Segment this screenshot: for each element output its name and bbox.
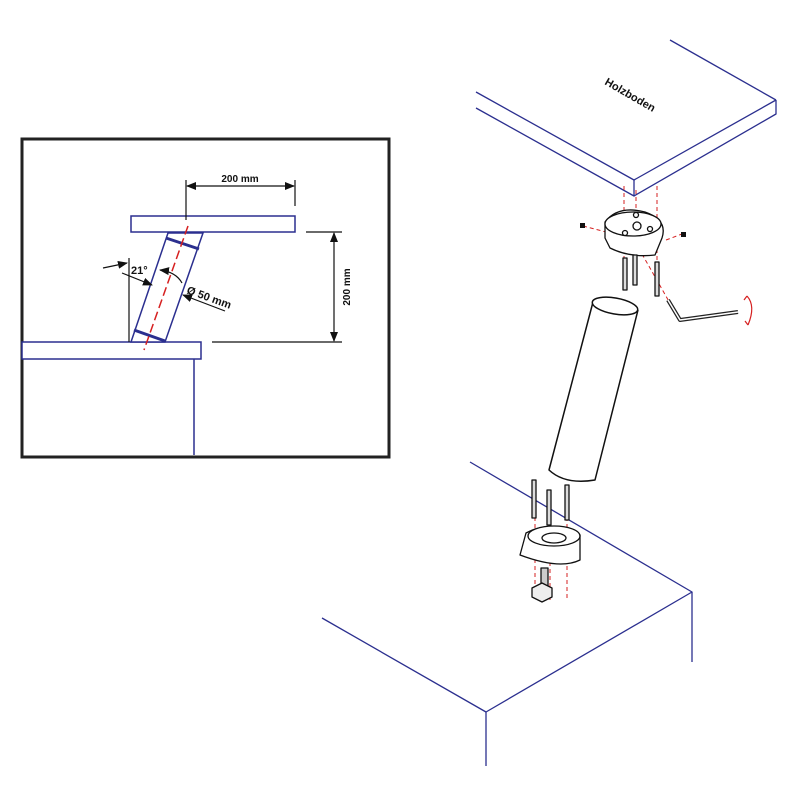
lower-flange: [133, 328, 166, 343]
set-screw: [681, 232, 686, 237]
tube-centerline: [143, 225, 189, 351]
detail-view: 200 mm 200 mm 21° Ø 50 mm: [20, 137, 391, 459]
tilted-tube: [129, 232, 205, 343]
adjustable-foot: [519, 525, 581, 603]
vertical-height-label: 200 mm: [342, 268, 353, 305]
hex-key-icon: [666, 298, 739, 322]
angle-label: 21°: [131, 265, 148, 277]
lower-shelf: [21, 341, 202, 360]
bottom-screws: [531, 479, 570, 526]
angle-arrow: [102, 260, 128, 269]
tube: [548, 296, 639, 482]
horizontal-offset-label: 200 mm: [221, 174, 258, 185]
wooden-board: [475, 39, 777, 197]
set-screw: [580, 223, 585, 228]
top-mounting-plate: [604, 209, 664, 257]
top-screws: [622, 254, 660, 297]
board-label: Holzboden: [603, 76, 658, 115]
diameter-arrow: [121, 272, 153, 286]
upper-shelf: [130, 215, 296, 233]
detail-frame: [20, 137, 391, 459]
rotate-arrow-icon: [743, 295, 753, 326]
cabinet: [321, 461, 693, 766]
diameter-arrow: [182, 294, 226, 312]
angle-arc-arrow: [159, 267, 183, 284]
